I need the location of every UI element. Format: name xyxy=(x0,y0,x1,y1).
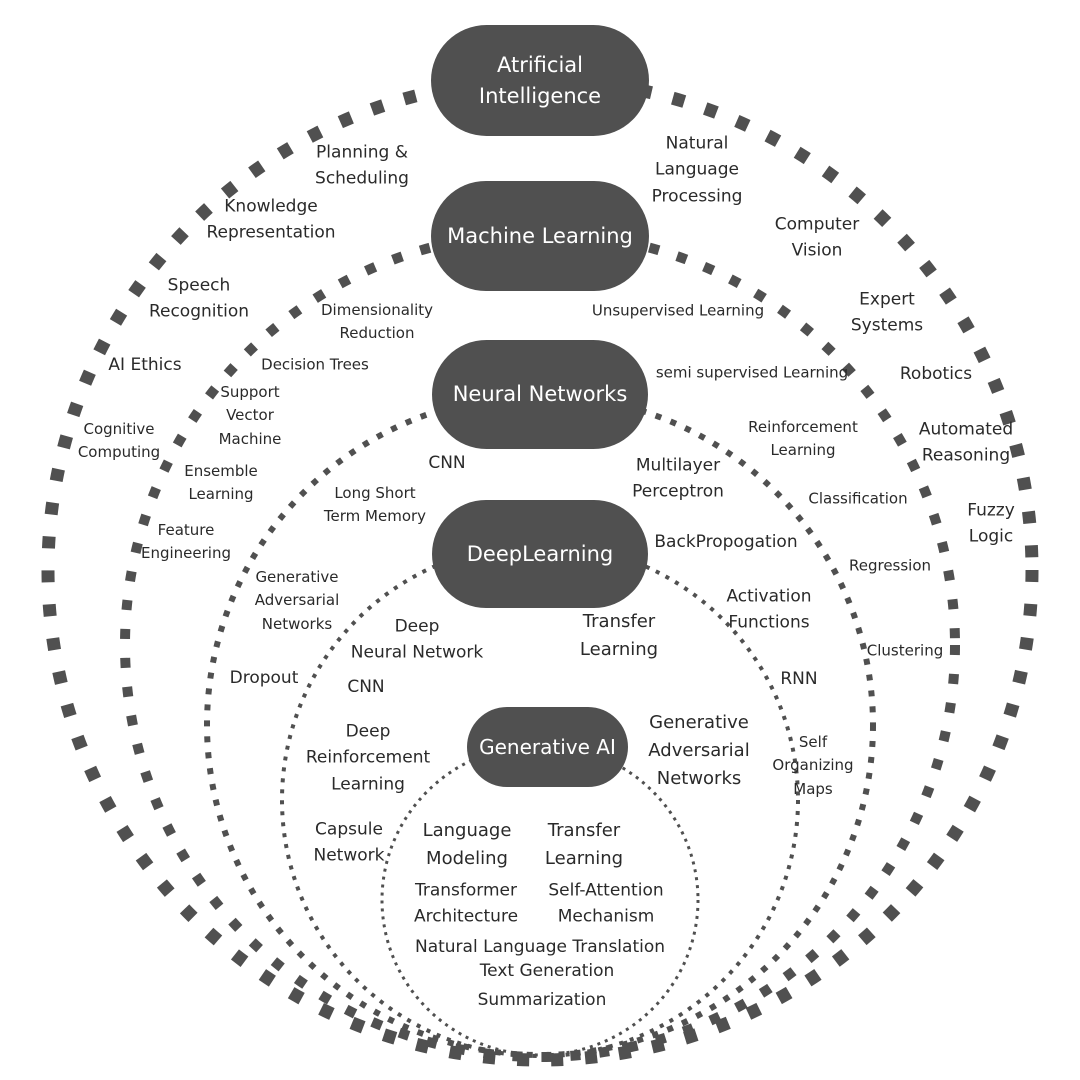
topic-text-generation: Text Generation xyxy=(479,960,615,981)
topic-automated-reasoning: Automated Reasoning xyxy=(918,419,1014,466)
topic-planning-scheduling: Planning & Scheduling xyxy=(315,142,409,189)
topic-dl-gan: Generative Adversarial Networks xyxy=(648,712,750,789)
topic-dimensionality-reduction: Dimensionality Reduction xyxy=(320,300,434,342)
topic-dl-cnn: CNN xyxy=(347,676,385,697)
topic-reinforcement-learning: Reinforcement Learning xyxy=(748,417,858,459)
topic-nn-cnn: CNN xyxy=(428,452,466,473)
topic-backpropogation: BackPropogation xyxy=(654,531,798,552)
layer-ml: Machine Learning xyxy=(431,181,649,291)
topic-knowledge-representation: Knowledge Representation xyxy=(206,196,336,243)
topic-rnn: RNN xyxy=(780,668,818,689)
topic-self-attention-mechanism: Self-Attention Mechanism xyxy=(548,880,664,927)
topic-nn-gan: Generative Adversarial Networks xyxy=(254,568,340,633)
topic-support-vector-machine: Support Vector Machine xyxy=(218,383,282,448)
topic-dropout: Dropout xyxy=(229,667,299,688)
topic-language-modeling: Language Modeling xyxy=(422,820,512,869)
topic-natural-language-translation: Natural Language Translation xyxy=(414,936,666,957)
topic-computer-vision: Computer Vision xyxy=(774,214,860,261)
layer-genai: Generative AI xyxy=(467,707,628,787)
topic-speech-recognition: Speech Recognition xyxy=(148,275,250,322)
topic-classification: Classification xyxy=(808,489,908,508)
ring-nn xyxy=(204,392,876,1058)
topic-ai-ethics: AI Ethics xyxy=(108,354,182,375)
topic-feature-engineering: Feature Engineering xyxy=(141,520,231,562)
topic-clustering: Clustering xyxy=(866,641,944,660)
topic-deep-reinforcement-learning: Deep Reinforcement Learning xyxy=(305,721,431,795)
topic-robotics: Robotics xyxy=(899,363,973,384)
topic-transformer-architecture: Transformer Architecture xyxy=(413,880,519,927)
topic-genai-transfer-learning: Transfer Learning xyxy=(544,820,624,869)
topic-deep-neural-network: Deep Neural Network xyxy=(350,616,484,663)
topic-decision-trees: Decision Trees xyxy=(261,355,369,374)
topic-multilayer-perceptron: Multilayer Perceptron xyxy=(632,455,724,502)
topic-cognitive-computing: Cognitive Computing xyxy=(77,419,161,461)
topic-activation-functions: Activation Functions xyxy=(726,586,812,633)
topic-ensemble-learning: Ensemble Learning xyxy=(184,461,258,503)
topic-capsule-network: Capsule Network xyxy=(313,819,385,866)
topic-lstm: Long Short Term Memory xyxy=(323,483,427,525)
layer-ai: Atrificial Intelligence xyxy=(431,25,649,136)
topic-fuzzy-logic: Fuzzy Logic xyxy=(967,500,1015,547)
topic-regression: Regression xyxy=(848,556,932,575)
topic-semi-supervised-learning: semi supervised Learning xyxy=(655,363,849,382)
topic-self-organizing-maps: Self Organizing Maps xyxy=(772,733,854,798)
topic-expert-systems: Expert Systems xyxy=(850,289,924,336)
topic-unsupervised-learning: Unsupervised Learning xyxy=(591,301,765,320)
topic-nlp: Natural Language Processing xyxy=(651,133,743,207)
topic-summarization: Summarization xyxy=(477,989,607,1010)
layer-nn: Neural Networks xyxy=(432,340,648,449)
topic-dl-transfer-learning: Transfer Learning xyxy=(579,611,659,660)
layer-dl: DeepLearning xyxy=(432,500,648,608)
